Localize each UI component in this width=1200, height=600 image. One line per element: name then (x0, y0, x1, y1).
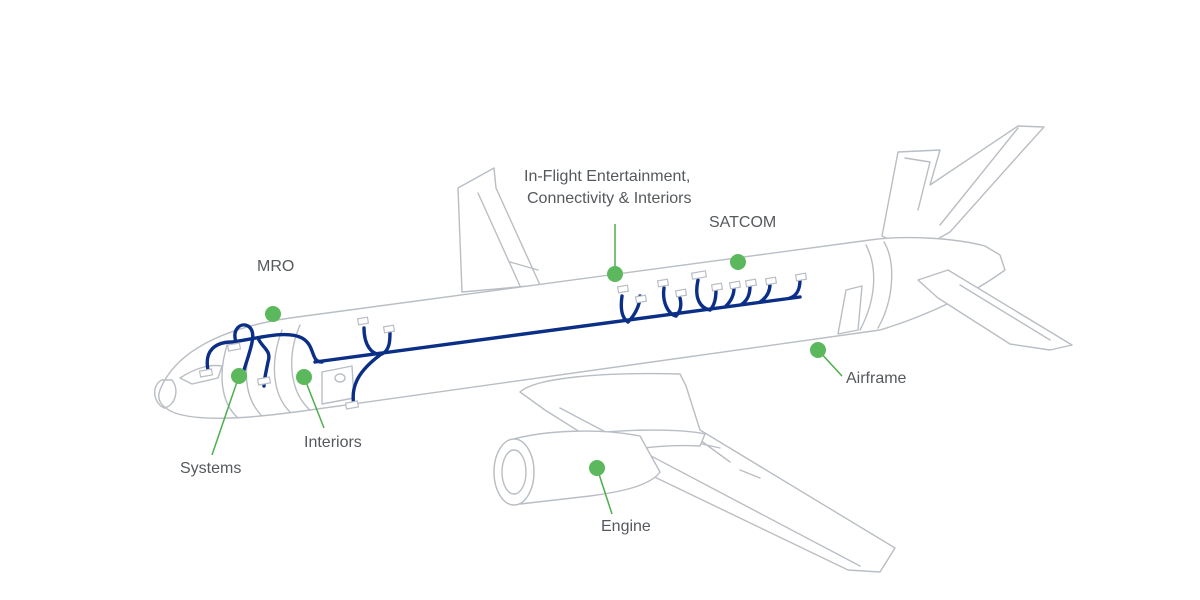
far-wing-detail (477, 192, 539, 287)
cabin-wire-drop (351, 353, 382, 408)
ife-marker[interactable] (607, 266, 623, 282)
mro-label: MRO (257, 258, 295, 275)
harness-clip (674, 288, 688, 298)
harness-clip (616, 284, 630, 294)
cockpit-wire-branch-1 (233, 323, 255, 372)
harness-clip (198, 368, 214, 378)
harness-clip (656, 278, 670, 288)
near-wing (519, 372, 896, 573)
harness-clip (356, 316, 370, 326)
rear-fuselage-frame (859, 241, 893, 331)
overhead-wire-loop (362, 326, 392, 356)
satcom-marker[interactable] (730, 254, 746, 270)
harness-clip (764, 276, 778, 286)
systems-label: Systems (180, 460, 242, 477)
airframe-marker[interactable] (810, 342, 826, 358)
engine-nacelle (509, 430, 661, 505)
airframe-label: Airframe (846, 370, 907, 387)
stabilizer-detail (959, 284, 1051, 341)
harness-clip (634, 294, 648, 304)
harness-clip (690, 270, 708, 280)
engine-intake (493, 438, 535, 506)
harness-clip (744, 278, 758, 288)
fuselage-frames (221, 324, 311, 419)
harness-clip (382, 324, 396, 334)
tail-fin-detail (904, 127, 1019, 226)
harness-clip (226, 342, 242, 352)
harness-clip (710, 282, 724, 292)
ife-label-line1: In-Flight Entertainment, (524, 168, 691, 185)
harness-clip (794, 272, 808, 282)
engine-marker[interactable] (589, 460, 605, 476)
mro-marker[interactable] (265, 306, 281, 322)
cockpit-wire-loop (205, 332, 324, 372)
systems-leader (211, 375, 240, 456)
satcom-label: SATCOM (709, 214, 777, 231)
engine-leader (596, 467, 613, 515)
engine-label: Engine (601, 518, 651, 535)
rear-door (837, 285, 863, 335)
tail-fin (881, 125, 1045, 253)
harness-clip (344, 400, 360, 410)
main-wire-run (313, 295, 802, 364)
interiors-marker[interactable] (296, 369, 312, 385)
horizontal-stabilizer (917, 269, 1073, 351)
ife-label-line2: Connectivity & Interiors (527, 190, 692, 207)
interiors-label: Interiors (304, 434, 362, 451)
harness-clip (256, 376, 272, 386)
ife-wire-loops (619, 278, 802, 324)
door-window (334, 373, 346, 383)
interiors-leader (303, 376, 325, 429)
nose-cone (154, 379, 177, 409)
systems-marker[interactable] (231, 368, 247, 384)
harness-clip (728, 280, 742, 290)
cockpit-window (179, 364, 223, 385)
engine-fan (501, 449, 527, 495)
wiring-harness (198, 270, 808, 410)
